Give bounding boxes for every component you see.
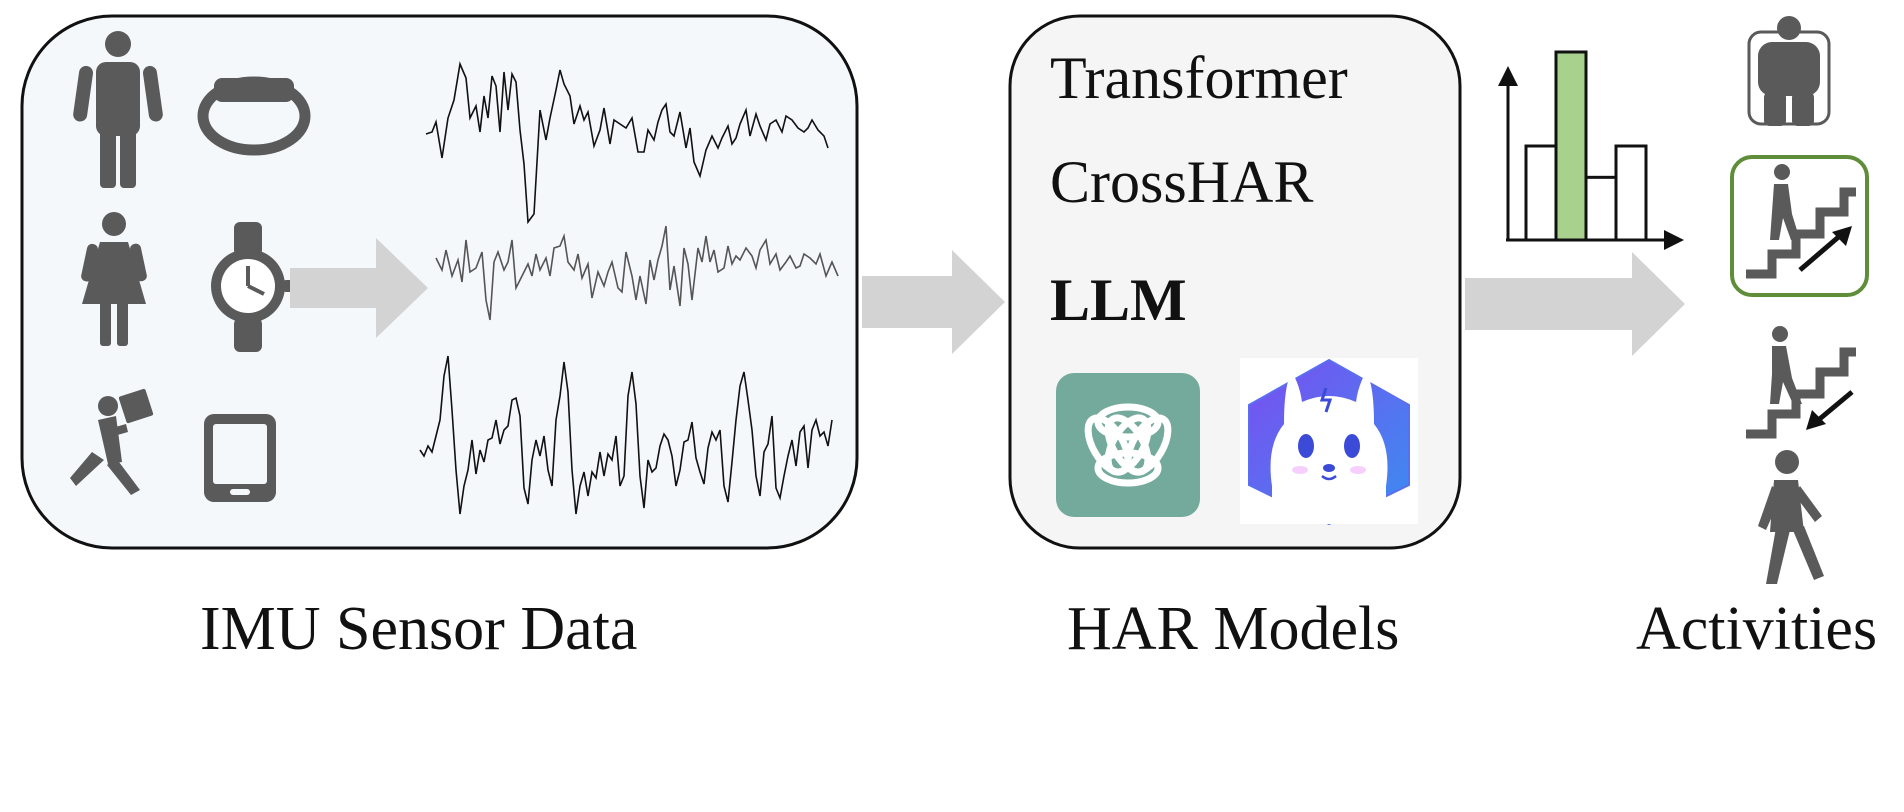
- man-icon: [73, 31, 163, 188]
- imu-signal-3: [419, 355, 833, 515]
- sitting-icon: [1747, 16, 1831, 126]
- caption-har-models: HAR Models: [1067, 595, 1400, 663]
- walking-upstairs-icon: [1746, 164, 1856, 279]
- chatgpt-logo-icon: [1056, 373, 1200, 517]
- arrow-to-activities: [1465, 252, 1685, 356]
- prediction-bar-4: [1614, 144, 1648, 242]
- model-crosshar: CrossHAR: [1050, 149, 1314, 215]
- llama-logo-icon: [1240, 358, 1418, 526]
- caption-activities: Activities: [1636, 595, 1878, 663]
- smartphone-icon: [204, 414, 276, 502]
- inner-arrow: [290, 238, 428, 338]
- y-axis-arrowhead: [1498, 66, 1518, 86]
- x-axis-arrowhead: [1664, 230, 1684, 250]
- smartwatch-icon: [211, 222, 292, 352]
- woman-icon: [81, 212, 147, 346]
- delivery-person-icon: [70, 388, 154, 495]
- caption-imu-sensor-data: IMU Sensor Data: [200, 595, 638, 663]
- fitness-band-icon: [197, 76, 311, 156]
- selected-activity-frame: [1730, 155, 1869, 297]
- prediction-bar-2: [1554, 50, 1588, 242]
- walking-icon: [1758, 450, 1824, 584]
- imu-signal-2: [435, 225, 839, 321]
- imu-signal-1: [425, 61, 829, 225]
- model-transformer: Transformer: [1050, 45, 1348, 111]
- prediction-chart: [1498, 50, 1684, 250]
- model-llm: LLM: [1050, 267, 1187, 333]
- prediction-bar-3: [1584, 175, 1618, 242]
- prediction-bar-1: [1524, 144, 1558, 242]
- arrow-to-models: [862, 250, 1005, 354]
- walking-downstairs-icon: [1746, 326, 1856, 439]
